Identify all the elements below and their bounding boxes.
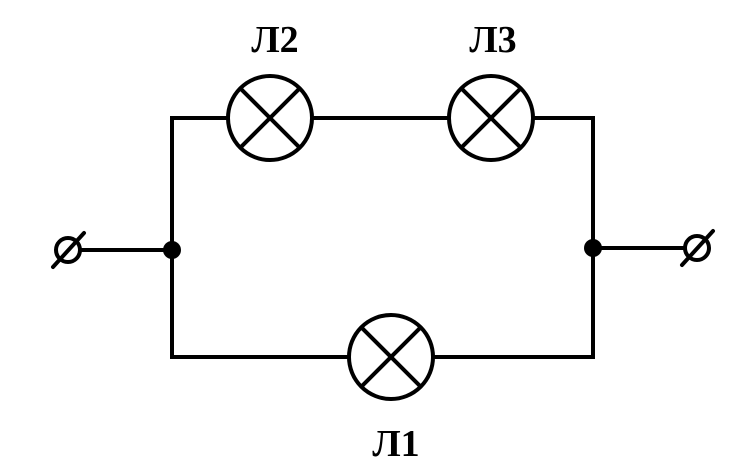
- left-terminal-icon: [51, 231, 86, 269]
- left-junction-node: [163, 241, 181, 259]
- lamp-l2-label: Л2: [251, 19, 298, 61]
- lamp-l3: Л3: [447, 19, 535, 162]
- right-terminal-icon: [680, 229, 715, 267]
- circuit-wires: [78, 116, 690, 359]
- lamp-l3-label: Л3: [469, 19, 516, 61]
- lower-branch-wire-left: [170, 248, 351, 359]
- lamp-l1-label: Л1: [372, 423, 419, 465]
- lamp-l1: Л1: [347, 313, 435, 465]
- lamp-l2: Л2: [226, 19, 314, 162]
- upper-branch-wire-left: [170, 116, 230, 252]
- upper-branch-wire-right: [531, 116, 595, 250]
- lower-branch-wire-right: [431, 246, 595, 359]
- right-junction-node: [584, 239, 602, 257]
